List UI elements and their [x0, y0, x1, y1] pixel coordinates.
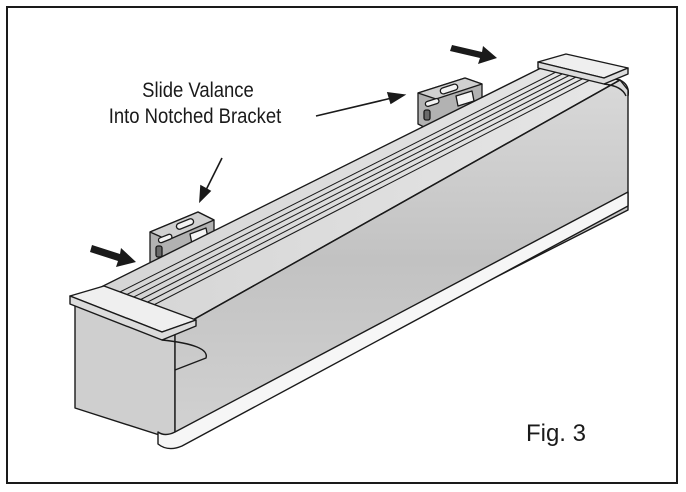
- leader-arrow-front-head: [199, 184, 212, 204]
- figure-label: Fig. 3: [525, 420, 586, 447]
- left-end-cap: [69, 285, 207, 371]
- leader-arrows: [199, 92, 407, 204]
- instruction-line-2: Into Notched Bracket: [108, 105, 282, 128]
- leader-arrow-back: [315, 97, 393, 117]
- leader-arrow-front: [205, 157, 223, 191]
- instruction-line-1: Slide Valance: [142, 79, 254, 102]
- right-end-cap: [537, 53, 629, 97]
- valance-grooves: [111, 69, 591, 312]
- direction-arrows: [90, 45, 497, 267]
- direction-arrow-front: [90, 245, 136, 267]
- direction-arrow-back: [450, 45, 497, 64]
- leader-arrow-back-head: [386, 92, 407, 105]
